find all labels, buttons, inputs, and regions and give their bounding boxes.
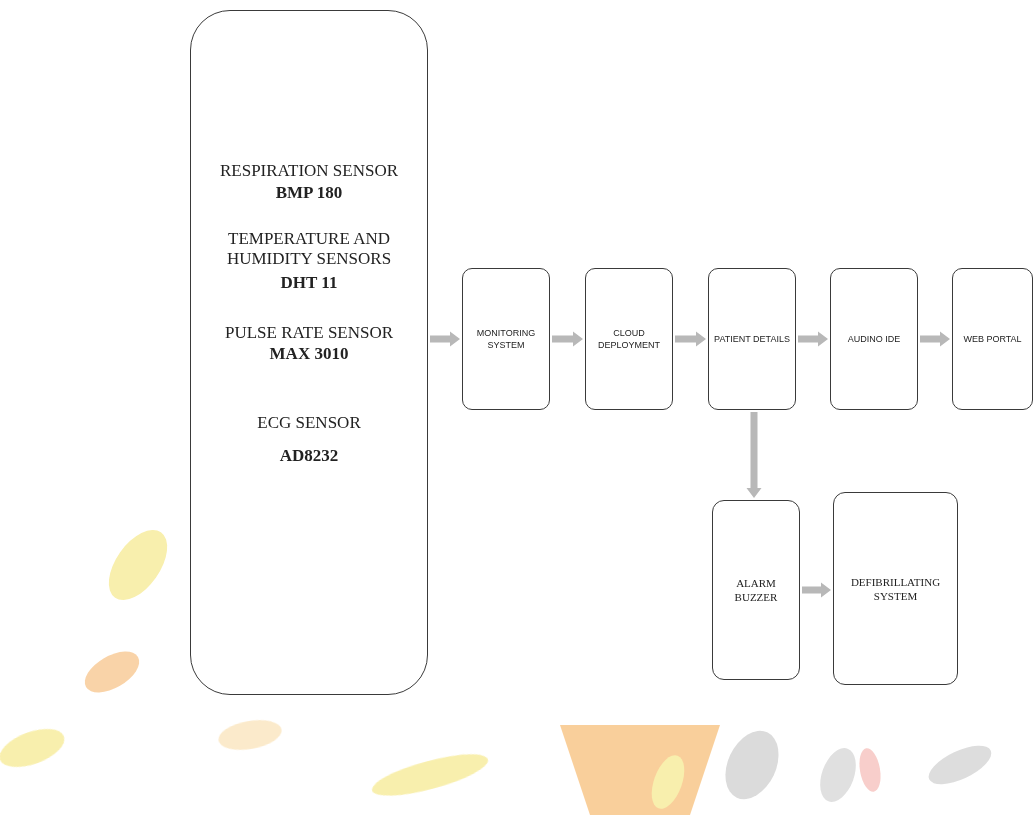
watermark-leaf xyxy=(0,721,69,774)
sensor-name: TEMPERATURE AND HUMIDITY SENSORS xyxy=(191,229,427,269)
box-label: MONITORING SYSTEM xyxy=(463,327,549,351)
watermark-leaf xyxy=(813,743,862,807)
process-box: DEFIBRILLATING SYSTEM xyxy=(833,492,958,685)
process-box: MONITORING SYSTEM xyxy=(462,268,550,410)
process-box: PATIENT DETAILS xyxy=(708,268,796,410)
part-number: BMP 180 xyxy=(191,183,427,203)
box-label: ALARM BUZZER xyxy=(713,576,799,604)
watermark-band xyxy=(560,725,720,815)
watermark-leaf xyxy=(216,716,284,755)
watermark-leaf xyxy=(856,747,883,794)
box-label: AUDINO IDE xyxy=(844,333,905,345)
watermark-leaf xyxy=(97,520,179,611)
part-number: AD8232 xyxy=(191,446,427,466)
flow-arrow xyxy=(920,332,950,347)
flow-arrow xyxy=(552,332,583,347)
part-number: MAX 3010 xyxy=(191,344,427,364)
process-box: AUDINO IDE xyxy=(830,268,918,410)
flow-arrow xyxy=(798,332,828,347)
flow-arrow xyxy=(747,412,762,498)
flow-arrow xyxy=(675,332,706,347)
flow-arrow xyxy=(802,583,831,598)
box-label: DEFIBRILLATING SYSTEM xyxy=(834,575,957,603)
part-number: DHT 11 xyxy=(191,273,427,293)
box-label: WEB PORTAL xyxy=(959,333,1025,345)
box-label: CLOUD DEPLOYMENT xyxy=(586,327,672,351)
alarm-box: ALARM BUZZER xyxy=(712,500,800,680)
watermark-leaf xyxy=(923,738,996,792)
sensor-group-box: RESPIRATION SENSORBMP 180TEMPERATURE AND… xyxy=(190,10,428,695)
sensor-name: ECG SENSOR xyxy=(191,413,427,433)
watermark-leaf xyxy=(368,746,491,804)
sensor-name: RESPIRATION SENSOR xyxy=(191,161,427,181)
watermark-leaf xyxy=(645,751,690,813)
watermark-leaf xyxy=(715,722,789,808)
box-label: PATIENT DETAILS xyxy=(710,333,794,345)
watermark-leaf xyxy=(78,643,146,701)
process-box: CLOUD DEPLOYMENT xyxy=(585,268,673,410)
sensor-name: PULSE RATE SENSOR xyxy=(191,323,427,343)
flow-arrow xyxy=(430,332,460,347)
process-box: WEB PORTAL xyxy=(952,268,1033,410)
